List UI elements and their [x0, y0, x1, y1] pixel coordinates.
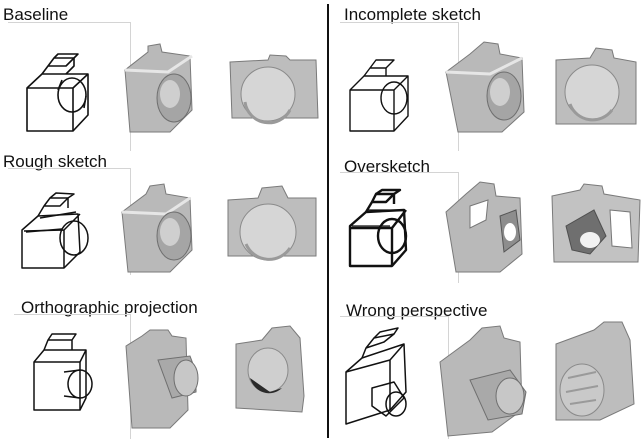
camera-sketch-icon	[345, 327, 407, 425]
panel-label-baseline: Baseline	[3, 5, 69, 24]
camera-sketch-icon	[348, 188, 408, 268]
panel-label-wrong-perspective: Wrong perspective	[346, 301, 488, 320]
camera-3d-side-view	[235, 325, 305, 413]
camera-3d-front-view	[125, 329, 199, 429]
camera-sketch-icon	[21, 192, 89, 269]
panel-label-orthographic-projection: Orthographic projection	[21, 298, 198, 317]
panel-label-incomplete-sketch: Incomplete sketch	[344, 5, 482, 24]
camera-3d-front-view	[439, 325, 527, 437]
camera-3d-side-view	[229, 54, 319, 125]
panel-label-oversketch: Oversketch	[344, 157, 430, 176]
panel-label-rough-sketch: Rough sketch	[3, 152, 107, 171]
camera-3d-front-view	[445, 181, 523, 273]
camera-sketch-icon	[33, 333, 93, 411]
camera-sketch-icon	[349, 59, 409, 132]
column-divider	[327, 4, 329, 438]
camera-3d-front-view	[121, 183, 193, 273]
camera-3d-side-view	[555, 47, 637, 125]
camera-3d-front-view	[445, 41, 525, 133]
camera-3d-side-view	[551, 183, 641, 263]
camera-3d-side-view	[555, 321, 635, 421]
camera-3d-front-view	[124, 43, 193, 133]
camera-sketch-icon	[26, 53, 89, 132]
camera-3d-side-view	[227, 185, 317, 261]
